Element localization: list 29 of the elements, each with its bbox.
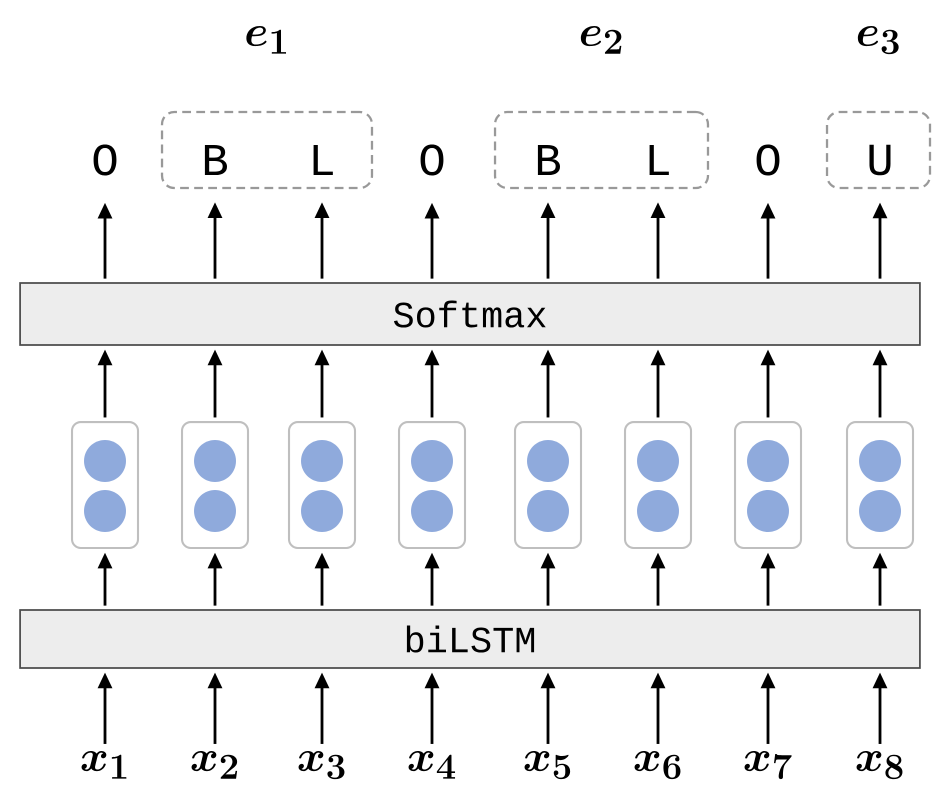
hidden-state-cell xyxy=(624,420,692,550)
hidden-state-cell xyxy=(514,420,582,550)
hidden-state-cell xyxy=(398,420,466,550)
output-tag: U xyxy=(869,144,890,176)
input-token: $x_6$ xyxy=(634,751,680,780)
layer-box: Softmax xyxy=(19,282,921,346)
input-token: $x_3$ xyxy=(298,751,344,780)
input-token: $x_2$ xyxy=(192,751,238,779)
hidden-state-cell xyxy=(846,420,914,550)
hidden-state-cell xyxy=(180,420,250,550)
output-tag: B xyxy=(204,144,227,176)
node-label: $e_3$ xyxy=(858,26,899,54)
hidden-state-cell xyxy=(734,420,802,550)
output-tag: O xyxy=(420,144,444,176)
hidden-state-cell xyxy=(288,420,356,550)
output-tag: B xyxy=(538,144,560,176)
input-token: $x_7$ xyxy=(744,751,792,780)
hidden-state-cell xyxy=(70,420,140,550)
layer-box: biLSTM xyxy=(19,609,921,669)
input-token: $x_1$ xyxy=(82,751,126,779)
output-tag: O xyxy=(94,144,116,176)
input-token: $x_8$ xyxy=(856,751,902,780)
input-token: $x_4$ xyxy=(408,751,456,779)
node-label: $e_2$ xyxy=(580,26,622,54)
output-tag: L xyxy=(314,144,333,176)
output-tag: L xyxy=(650,144,669,176)
output-tag: O xyxy=(756,144,780,176)
input-token: $x_5$ xyxy=(524,751,570,780)
node-label: $e_1$ xyxy=(246,26,286,54)
